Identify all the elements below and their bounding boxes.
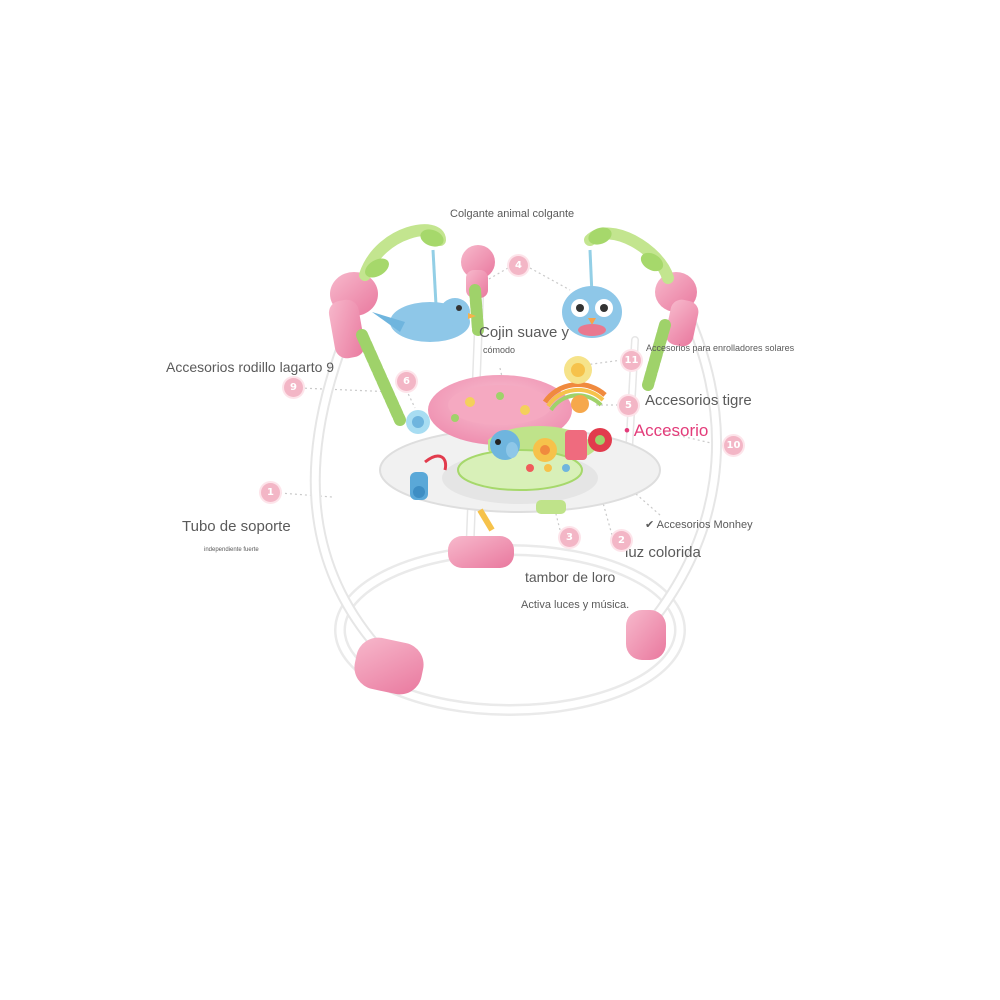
badge-3: 3 [560,528,579,547]
badge-1: 1 [261,483,280,502]
label-monkey: ✔ Accesorios Monhey [645,519,753,531]
tray-toys [406,356,612,500]
badge-5: 5 [619,396,638,415]
badge-9: 9 [284,378,303,397]
label-soft-cushion: Cojin suave y [479,324,570,341]
label-support-tube: Tubo de soporte [182,518,291,535]
badge-2: 2 [612,531,631,550]
label-parrot-drum: tambor de loro [525,569,616,585]
label-solar-roller: Accesorios para enrolladores solares [646,343,795,353]
badge-6: 6 [397,372,416,391]
label-hanging-animal: Colgante animal colgante [450,208,575,220]
label-colorful-light: luz colorida [625,544,701,561]
label-support-tube-sub: independiente fuerte [204,547,259,553]
spring-straps [356,284,671,426]
badge-11: 11 [622,351,641,370]
leaf-arches [359,224,674,284]
foot-back [448,536,514,568]
foot-right [626,610,666,660]
badge-4: 4 [509,256,528,275]
label-accessory: • Accesorio [624,421,709,440]
top-caps [328,245,699,359]
foot-left [354,637,424,695]
label-soft-cushion-sub: cómodo [483,345,516,355]
label-lights-music: Activa luces y música. [521,599,630,611]
badge-10: 10 [724,436,743,455]
bird-toy [372,298,476,342]
owl-toy [562,286,622,338]
label-tiger: Accesorios tigre [645,392,752,409]
seat-spring [536,500,566,514]
label-lizard-roller: Accesorios rodillo lagarto 9 [166,359,335,375]
